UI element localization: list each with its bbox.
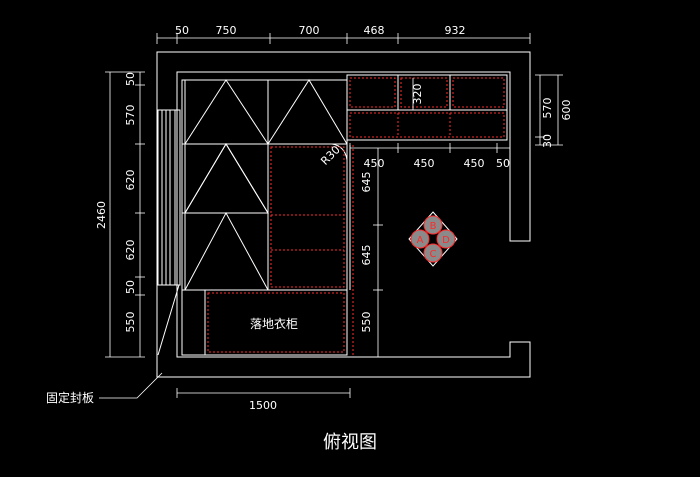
dim-inner-1: 450 [364,157,385,170]
fixed-panel-label: 固定封板 [46,390,94,405]
floor-wardrobe [181,289,348,356]
dim-right-total: 600 [560,100,573,121]
dim-left-4: 620 [124,240,137,261]
right-dimension-labels: 570 30 600 [541,98,573,149]
dim-bottom: 1500 [249,399,277,412]
upper-cabinets [346,74,508,141]
left-dimension-labels: 2460 50 570 620 620 50 550 [95,72,137,333]
drawing-title: 俯视图 [323,432,377,453]
dim-vert-1: 645 [360,172,373,193]
dim-left-6: 550 [124,312,137,333]
dim-right-1: 570 [541,98,554,119]
wardrobe-inner-outline [270,146,345,288]
dim-cabinet-height: 320 [411,84,424,105]
dim-left-3: 620 [124,170,137,191]
dim-top-5: 932 [445,24,466,37]
dim-vert-3: 550 [360,312,373,333]
compass-symbol: B A D C [408,211,458,267]
dim-left-total: 2460 [95,201,108,229]
dim-top-2: 750 [216,24,237,37]
dim-inner-2: 450 [414,157,435,170]
dim-top-4: 468 [364,24,385,37]
inner-dimension-labels: 320 450 450 450 50 R30 645 645 550 1500 [249,84,510,413]
dim-left-5: 50 [124,280,137,294]
wardrobe-doors [181,79,348,291]
compass-label-right: D [442,235,450,246]
compass-label-top: B [430,221,437,232]
dim-left-2: 570 [124,105,137,126]
fixed-panel [157,109,181,356]
compass-label-left: A [417,235,424,246]
dim-inner-4: 50 [496,157,510,170]
dim-top-3: 700 [299,24,320,37]
wardrobe-label: 落地衣柜 [250,316,298,331]
compass-label-bottom: C [430,249,437,260]
top-dimension-labels: 50 750 700 468 932 [175,24,466,37]
dimension-lines [99,33,563,399]
dim-right-2: 30 [541,134,554,148]
dim-left-1: 50 [124,72,137,86]
dim-inner-3: 450 [464,157,485,170]
outer-walls [156,51,531,378]
dim-vert-2: 645 [360,245,373,266]
dim-top-1: 50 [175,24,189,37]
